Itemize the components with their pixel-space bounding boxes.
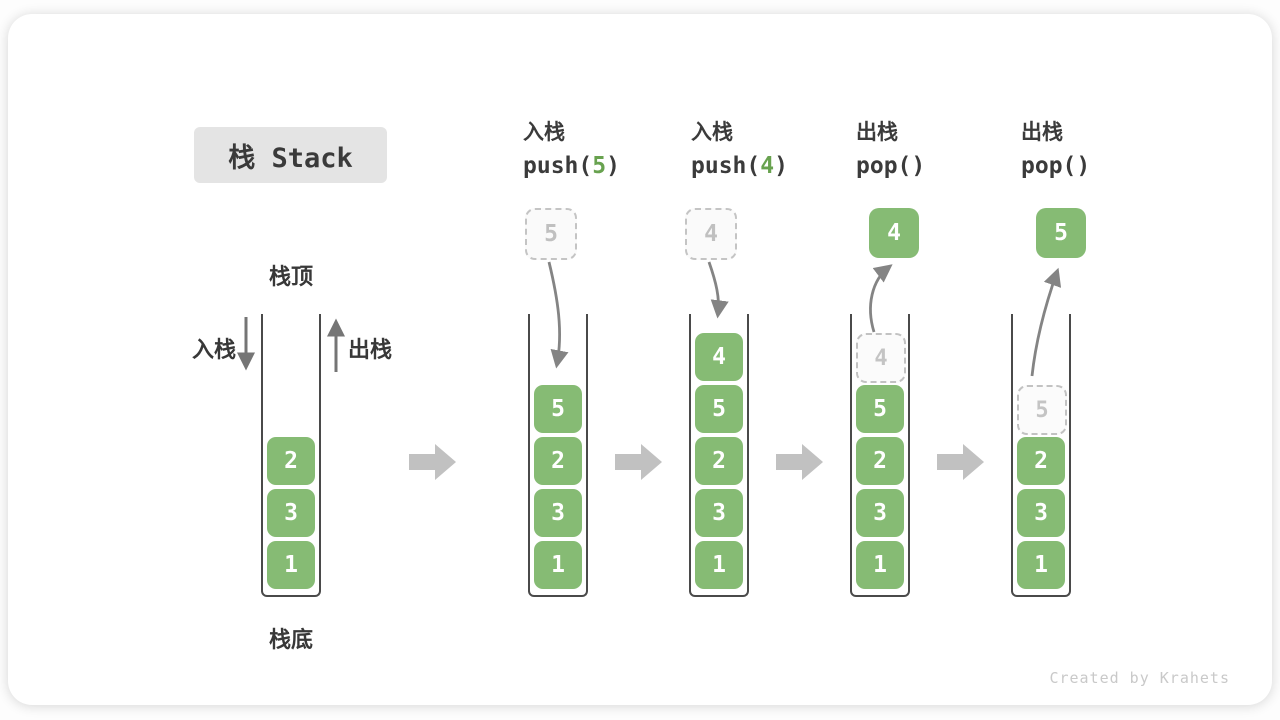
- stack-cell-ghost: 5: [1017, 385, 1067, 435]
- stack-cell: 1: [534, 541, 582, 589]
- operation-title: 入栈: [523, 121, 565, 144]
- title-badge: 栈 Stack: [194, 127, 387, 183]
- stack-state-push-5-floating-value: 5: [525, 208, 577, 260]
- stack-cell: 1: [1017, 541, 1065, 589]
- stack-cell-value: 5: [1035, 397, 1049, 423]
- stack-cell-value: 1: [873, 552, 887, 578]
- stack-cell-value: 4: [874, 345, 888, 371]
- operation-code-code_suf: ): [1076, 153, 1091, 179]
- stack-cell: 3: [1017, 489, 1065, 537]
- operation-code-code_suf: ): [774, 153, 788, 179]
- operation-code-code_arg: 4: [760, 153, 775, 179]
- stack-cell-value: 1: [712, 552, 726, 578]
- operation-code-code_pre: push(: [523, 153, 593, 179]
- stack-cell: 5: [856, 385, 904, 433]
- stack-cell: 2: [695, 437, 743, 485]
- operation-code-code_arg: 5: [592, 153, 607, 179]
- stack-cell-value: 3: [873, 500, 887, 526]
- stack-cell-value: 3: [712, 500, 726, 526]
- operation-code: push(4): [691, 148, 788, 184]
- stack-cell-value: 2: [873, 448, 887, 474]
- floating-value-text: 5: [1054, 220, 1068, 246]
- stack-cell-value: 5: [712, 396, 726, 422]
- stack-cell-value: 1: [1034, 552, 1048, 578]
- stack-cell-value: 3: [1034, 500, 1048, 526]
- stack-cell: 5: [534, 385, 582, 433]
- stack-cell: 3: [267, 489, 315, 537]
- flow-arrow-icon: [776, 444, 823, 480]
- stack-cell: 2: [856, 437, 904, 485]
- stack-cell: 3: [534, 489, 582, 537]
- stack-cell-value: 2: [712, 448, 726, 474]
- operation-title: 出栈: [856, 121, 898, 144]
- stack-cell-value: 2: [1034, 448, 1048, 474]
- stack-state-pop-4-floating-value: 4: [869, 208, 919, 258]
- stack-top-label: 栈顶: [268, 264, 313, 289]
- flow-arrow-icon: [409, 444, 456, 480]
- stack-state-push-4-floating-value: 4: [685, 208, 737, 260]
- floating-value-text: 5: [544, 221, 558, 247]
- stack-cell-value: 3: [551, 500, 565, 526]
- stack-cell: 3: [856, 489, 904, 537]
- stack-cell-value: 5: [551, 396, 565, 422]
- stack-cell: 4: [695, 333, 743, 381]
- stack-cell: 1: [856, 541, 904, 589]
- stack-cell: 1: [695, 541, 743, 589]
- watermark: Created by Krahets: [1049, 669, 1230, 687]
- operation-code-code_pre: pop(: [1021, 153, 1077, 179]
- operation-title: 出栈: [1021, 121, 1063, 144]
- title-text: 栈 Stack: [228, 142, 353, 174]
- flow-arrow-icon: [937, 444, 984, 480]
- floating-value-text: 4: [887, 220, 901, 246]
- stack-cell: 3: [695, 489, 743, 537]
- stack-cell: 2: [1017, 437, 1065, 485]
- pop-side-label: 出栈: [348, 337, 393, 362]
- push-4-curve-arrow-icon: [707, 261, 729, 319]
- stack-cell: 5: [695, 385, 743, 433]
- stack-state-pop-4-operation-label: 出栈 pop(): [856, 118, 925, 184]
- stack-cell-value: 5: [873, 396, 887, 422]
- stack-state-pop-5-operation-label: 出栈 pop(): [1021, 118, 1090, 184]
- operation-code: pop(): [1021, 148, 1090, 184]
- floating-value-text: 4: [704, 221, 718, 247]
- stack-cell: 1: [267, 541, 315, 589]
- operation-code-code_pre: push(: [691, 153, 761, 179]
- operation-code-code_suf: ): [606, 153, 620, 179]
- stack-cell: 2: [267, 437, 315, 485]
- flow-arrow-icon: [615, 444, 662, 480]
- operation-code-code_suf: ): [911, 153, 926, 179]
- stack-cell-value: 3: [284, 500, 298, 526]
- stack-state-push-4-operation-label: 入栈 push(4): [691, 118, 788, 184]
- stack-state-push-5-operation-label: 入栈 push(5): [523, 118, 620, 184]
- stack-cell-value: 2: [284, 448, 298, 474]
- operation-title: 入栈: [691, 121, 733, 144]
- operation-code-code_pre: pop(: [856, 153, 912, 179]
- stack-cell-value: 1: [284, 552, 298, 578]
- operation-code: pop(): [856, 148, 925, 184]
- stack-cell-value: 1: [551, 552, 565, 578]
- stack-cell-value: 2: [551, 448, 565, 474]
- stack-cell: 2: [534, 437, 582, 485]
- stack-cell-ghost: 4: [856, 333, 906, 383]
- push-side-label: 入栈: [191, 337, 236, 362]
- stack-bottom-label: 栈底: [268, 627, 313, 652]
- operation-code: push(5): [523, 148, 620, 184]
- stack-state-pop-5-floating-value: 5: [1036, 208, 1086, 258]
- stack-cell-value: 4: [712, 344, 726, 370]
